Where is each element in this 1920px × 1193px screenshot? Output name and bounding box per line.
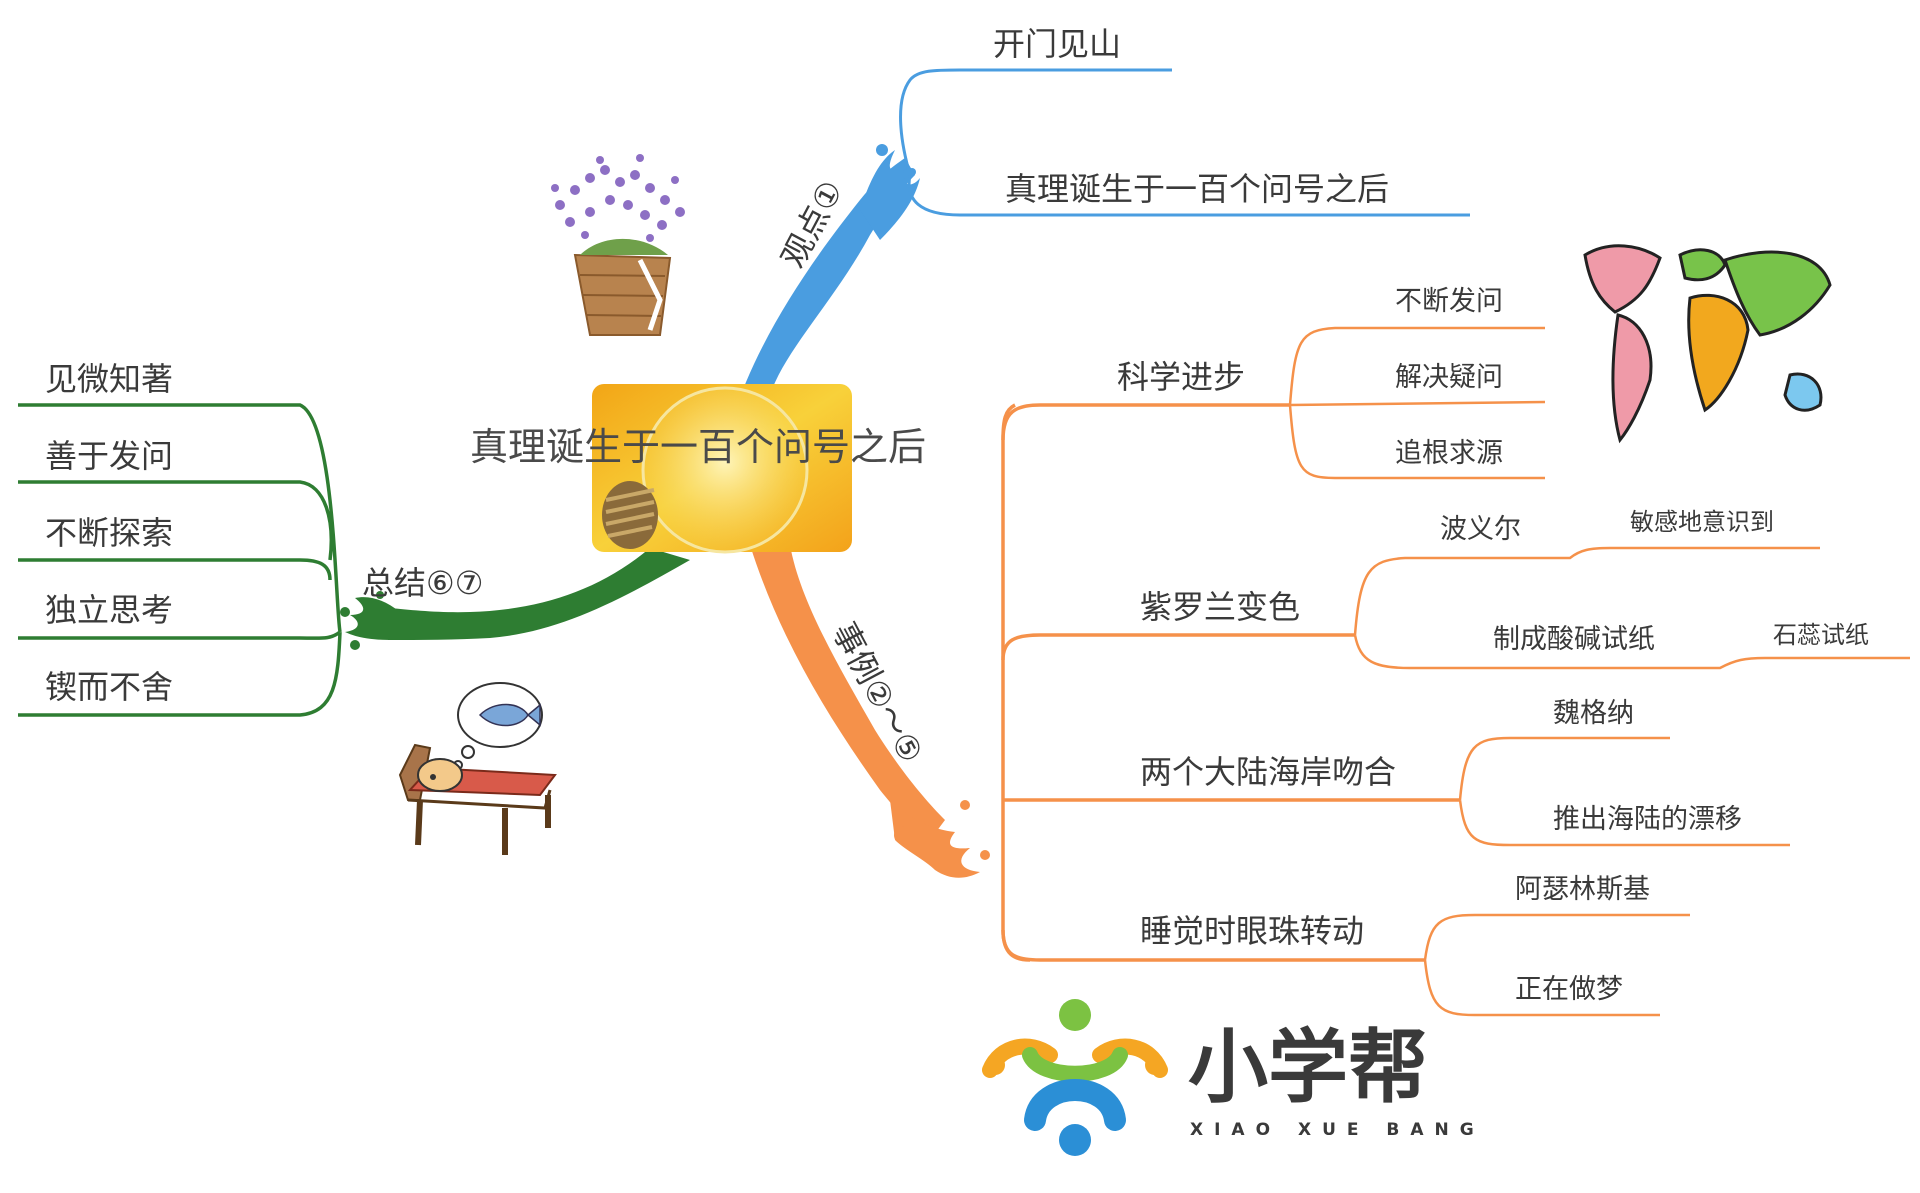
examples-splash [890, 800, 980, 878]
viewpoint-connector [899, 68, 1470, 217]
logo-pinyin: XIAO XUE BANG [1190, 1120, 1485, 1140]
logo: 小学帮 XIAO XUE BANG [982, 999, 1485, 1156]
summary-item-1: 见微知著 [45, 360, 173, 398]
bulb-base [602, 481, 658, 549]
group-4-item-1: 阿瑟林斯基 [1515, 874, 1650, 905]
summary-item-3: 不断探索 [45, 514, 173, 552]
examples-spine [1001, 403, 1460, 962]
group-1-connector [1288, 326, 1546, 480]
viewpoint-splash [860, 150, 920, 240]
viewpoint-item-2: 真理诞生于一百个问号之后 [1005, 170, 1389, 208]
viewpoint-branch: 观点① 开门见山 真理诞生于一百个问号之后 [742, 25, 1470, 395]
viewpoint-item-1: 开门见山 [993, 25, 1121, 63]
summary-branch: 总结⑥⑦ 见微知著 善于发问 不断探索 独立思考 锲而不舍 [18, 360, 690, 717]
group-4-item-2: 正在做梦 [1515, 974, 1623, 1005]
summary-item-2: 善于发问 [45, 437, 173, 475]
central-topic[interactable]: 真理诞生于一百个问号之后 [470, 384, 926, 554]
fish-icon [478, 703, 541, 727]
group-4-connector [1423, 913, 1690, 1017]
group-1-item-1: 不断发问 [1395, 286, 1503, 317]
group-3-item-1: 魏格纳 [1553, 698, 1634, 729]
group-1-item-3: 追根求源 [1395, 438, 1503, 469]
summary-item-5: 锲而不舍 [45, 668, 173, 706]
central-topic-label: 真理诞生于一百个问号之后 [470, 425, 926, 469]
group-2-item-2: 敏感地意识到 [1630, 508, 1774, 536]
summary-label: 总结⑥⑦ [362, 564, 483, 602]
examples-branch: 事例②～⑤ 科学进步 不断发问 解决疑问 追根求源 紫罗兰变色 波义尔 敏感地意… [750, 286, 1910, 1017]
summary-item-4: 独立思考 [45, 591, 173, 629]
logo-mark [982, 999, 1168, 1156]
group-2-connector [1353, 546, 1910, 670]
examples-group-title-2: 紫罗兰变色 [1140, 588, 1300, 626]
group-2-item-3: 制成酸碱试纸 [1493, 624, 1655, 655]
group-3-connector [1458, 736, 1790, 847]
summary-splash [345, 597, 400, 640]
summary-trunk [388, 548, 690, 640]
logo-name: 小学帮 [1188, 1021, 1428, 1114]
group-2-item-4: 石蕊试纸 [1773, 621, 1869, 649]
group-1-item-2: 解决疑问 [1395, 362, 1503, 393]
summary-connector [18, 403, 342, 717]
examples-group-title-1: 科学进步 [1117, 358, 1245, 396]
group-2-item-1: 波义尔 [1440, 514, 1521, 545]
flower-basket-image [551, 154, 685, 336]
examples-group-title-3: 两个大陆海岸吻合 [1140, 753, 1396, 791]
group-3-item-2: 推出海陆的漂移 [1553, 804, 1742, 835]
examples-group-title-4: 睡觉时眼珠转动 [1140, 912, 1364, 950]
world-map-image [1583, 244, 1832, 444]
sleeping-cat-image [398, 682, 557, 855]
examples-trunk [750, 545, 945, 840]
